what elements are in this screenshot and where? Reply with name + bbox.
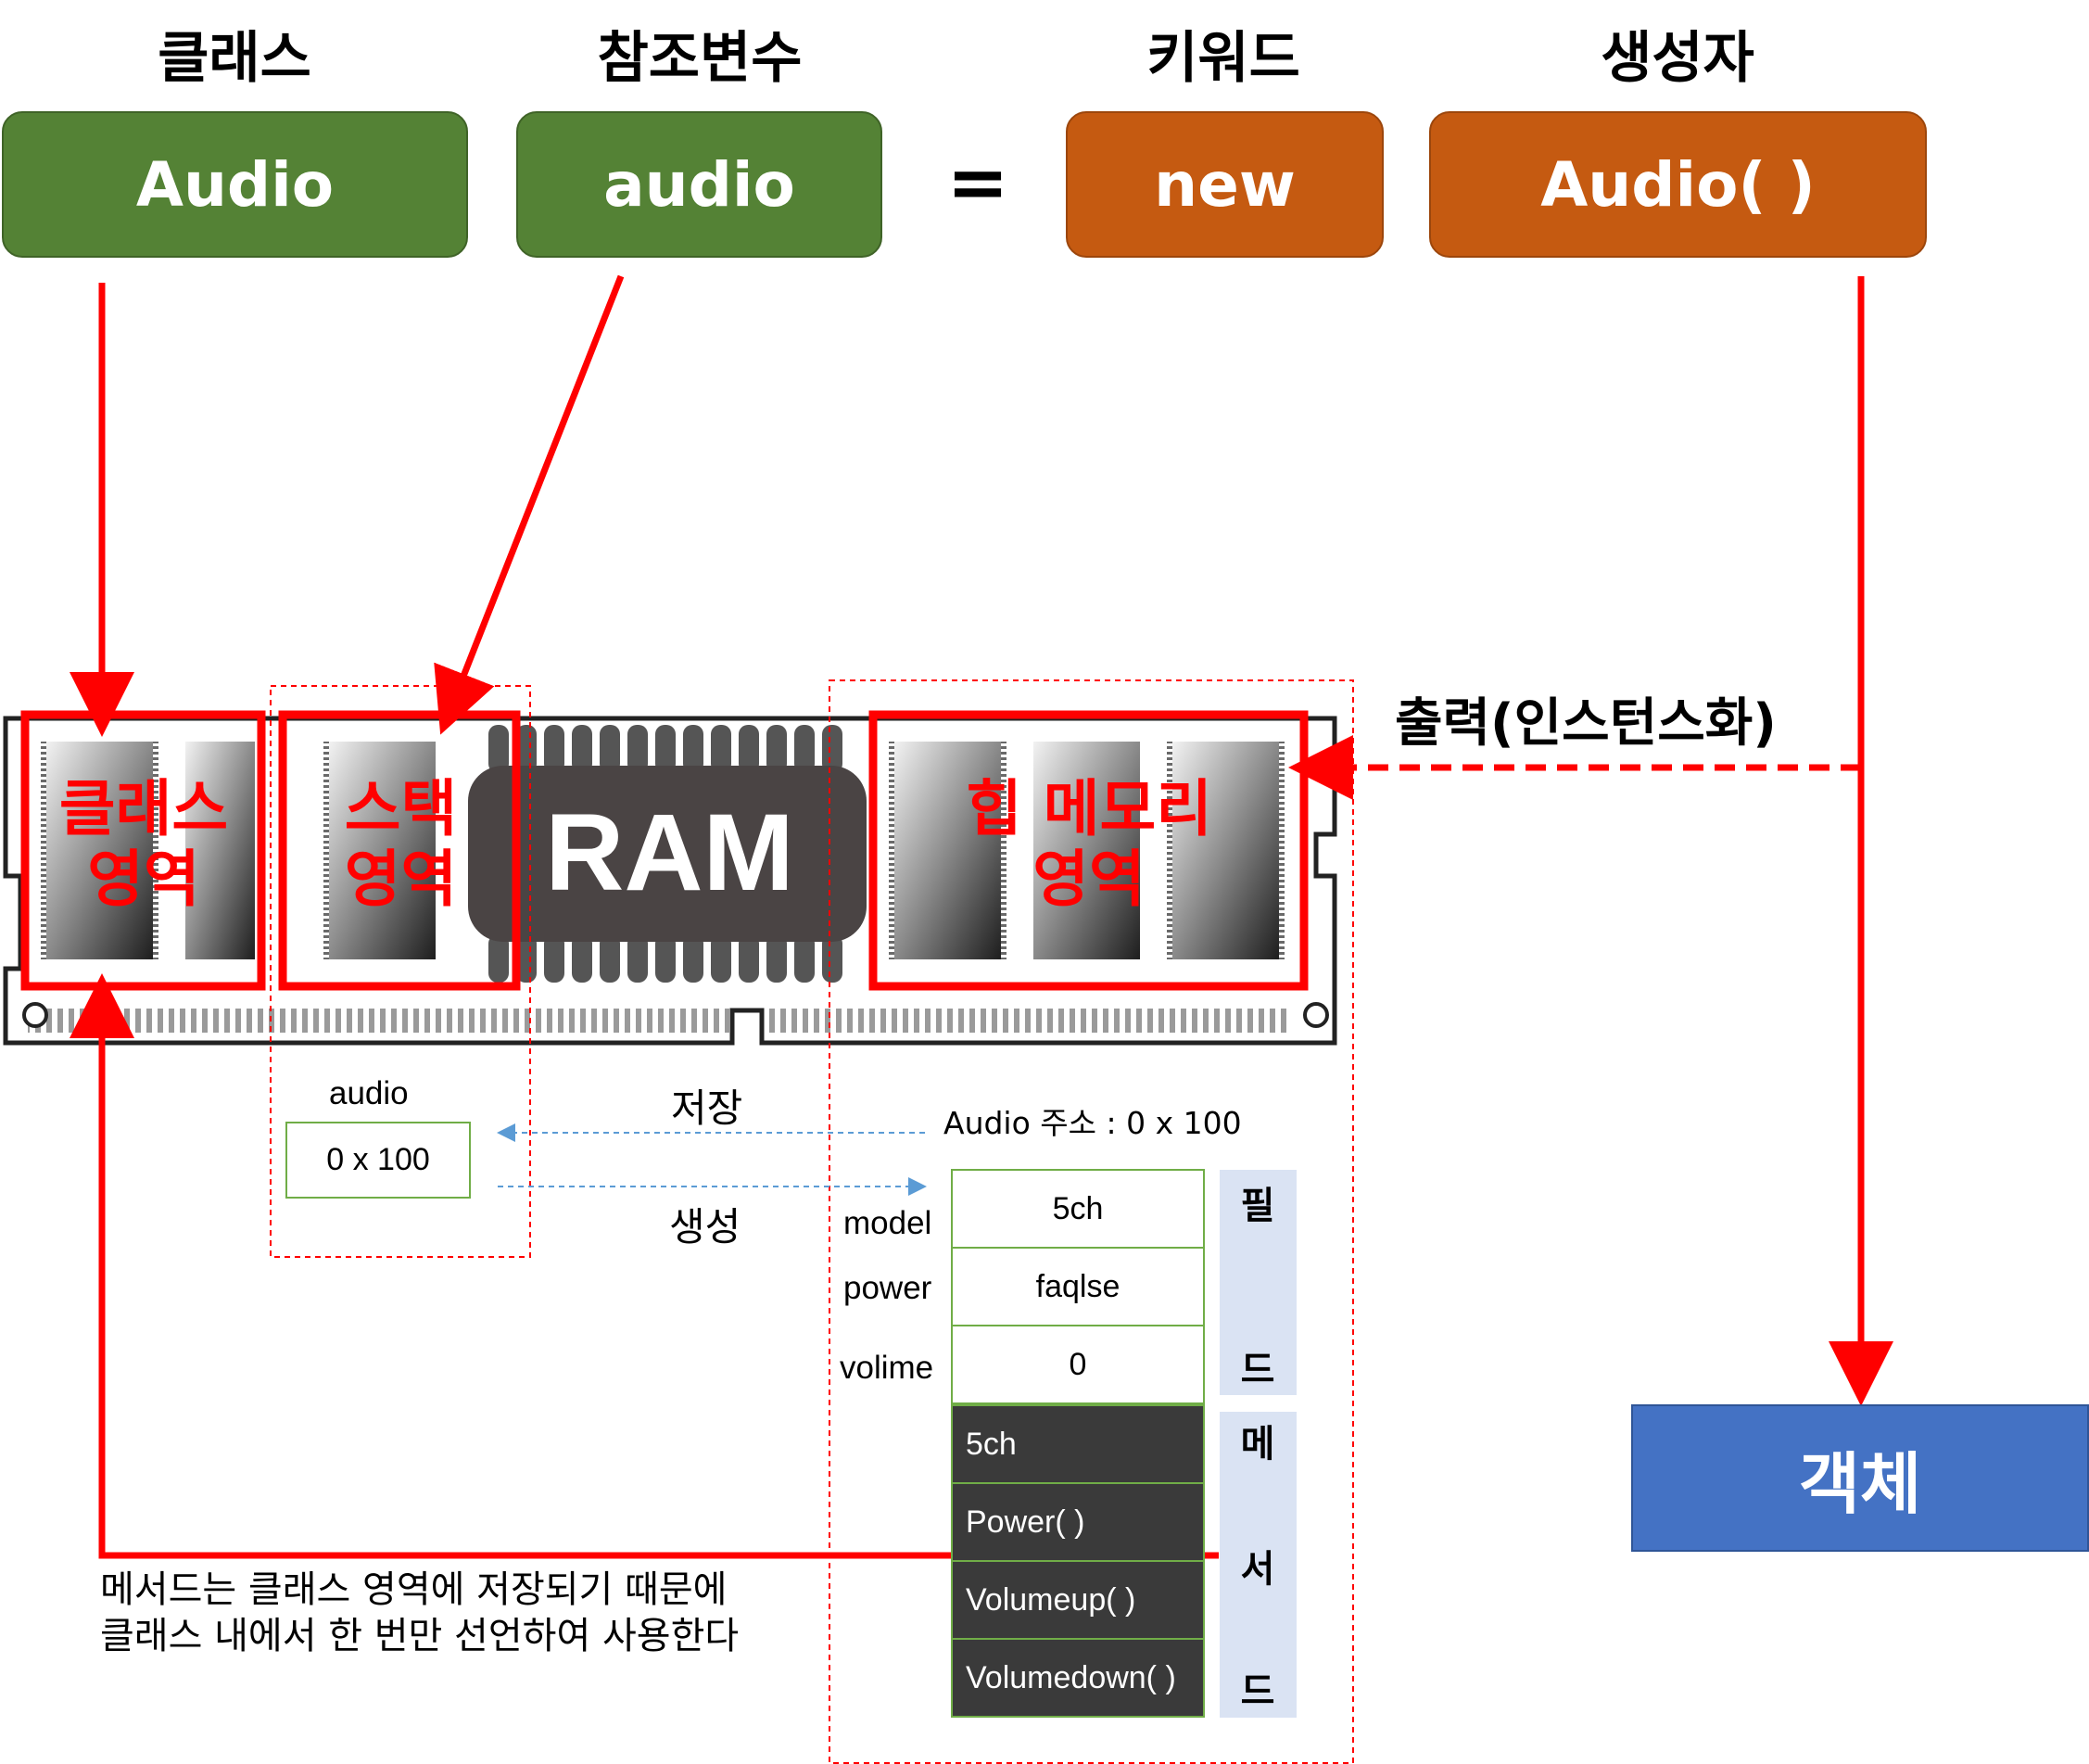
class-area-frame [20, 710, 266, 991]
heap-dashed-region [829, 679, 1354, 1764]
class-area-line-2: 영역 [87, 844, 200, 915]
field-value-volime: 0 [951, 1325, 1205, 1404]
method-side-label-1: 메 [1240, 1423, 1275, 1466]
field-value-power: faqlse [951, 1247, 1205, 1326]
create-label: 생성 [669, 1204, 741, 1250]
field-name-model: model [843, 1205, 932, 1241]
method-note-line-2: 클래스 내에서 한 번만 선언하여 사용한다 [100, 1615, 740, 1657]
class-title: 클래스 [158, 26, 311, 91]
method-note: 메서드는 클래스 영역에 저장되기 때문에 클래스 내에서 한 번만 선언하여 … [100, 1567, 739, 1659]
field-side-label-1: 필 [1240, 1185, 1275, 1227]
heap-area-frame [868, 710, 1309, 991]
ram-stick [3, 716, 1337, 1046]
constructor-title: 생성자 [1601, 26, 1754, 91]
method-item: Volumeup( ) [951, 1560, 1205, 1640]
method-item: Power( ) [951, 1482, 1205, 1562]
stack-area-label: 스택 영역 [287, 774, 514, 915]
stack-area-line-2: 영역 [344, 844, 458, 915]
heap-area-label: 힙 메모리 영역 [876, 774, 1302, 915]
method-side-label-3: 드 [1240, 1670, 1275, 1713]
output-label: 출력(인스턴스화) [1395, 693, 1777, 754]
class-area-label: 클래스 영역 [28, 774, 260, 915]
method-item: Volumedown( ) [951, 1638, 1205, 1718]
ram-chip [468, 725, 867, 983]
class-area-line-1: 클래스 [58, 773, 229, 844]
method-side-label-2: 서 [1240, 1548, 1275, 1591]
ram-chip-label: RAM [545, 792, 794, 914]
stack-var-name: audio [329, 1075, 409, 1111]
refvar-to-stack-arrow [434, 274, 625, 735]
constructor-box: Audio( ) [1429, 111, 1927, 258]
store-label: 저장 [671, 1085, 743, 1131]
stack-dashed-region [270, 685, 531, 1258]
class-box: Audio [2, 111, 468, 258]
stack-var-value: 0 x 100 [285, 1122, 471, 1199]
field-name-power: power [843, 1270, 932, 1306]
field-name-volime: volime [840, 1350, 934, 1386]
stack-area-line-1: 스택 [344, 773, 458, 844]
method-to-class-area-line [70, 973, 1219, 1559]
keyword-box: new [1066, 111, 1384, 258]
keyword-title: 키워드 [1146, 26, 1300, 91]
ref-var-title: 참조변수 [597, 26, 803, 91]
heap-address: Audio 주소 : 0 x 100 [943, 1105, 1242, 1141]
heap-area-line-1: 힙 메모리 [966, 773, 1212, 844]
stack-area-frame [278, 710, 521, 991]
heap-area-line-2: 영역 [1032, 844, 1146, 915]
method-item: 5ch [951, 1404, 1205, 1484]
equals-sign: = [946, 139, 1009, 225]
field-side-label-2: 드 [1240, 1349, 1275, 1391]
method-note-line-1: 메서드는 클래스 영역에 저장되기 때문에 [100, 1568, 728, 1611]
ref-var-box: audio [516, 111, 882, 258]
object-box: 객체 [1631, 1404, 2089, 1552]
object-label: 객체 [1798, 1445, 1922, 1523]
field-value-model: 5ch [951, 1169, 1205, 1249]
